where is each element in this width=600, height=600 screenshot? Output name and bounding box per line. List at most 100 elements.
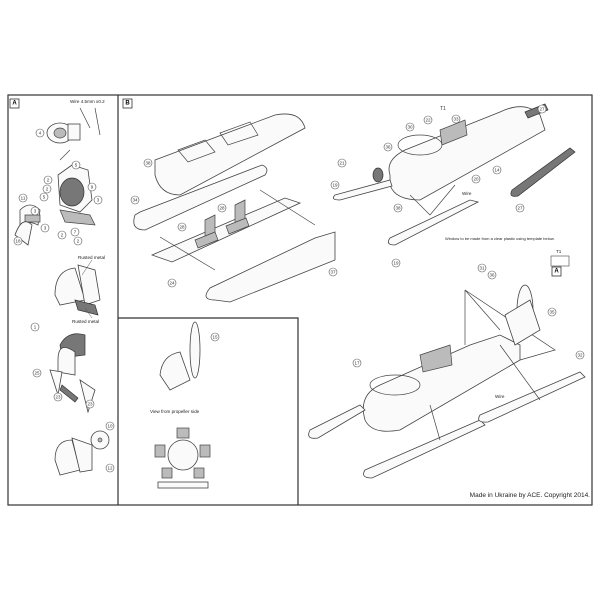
- svg-text:33: 33: [453, 117, 459, 122]
- callout: 33: [451, 114, 461, 124]
- callout: 30: [405, 122, 415, 132]
- svg-text:32: 32: [577, 353, 583, 358]
- copyright-notice: Made in Ukraine by ACE. Copyright 2014.: [470, 492, 591, 499]
- svg-text:19: 19: [393, 261, 399, 266]
- svg-text:19: 19: [332, 183, 338, 188]
- assembly-bottom-callouts: 31 36 35 32 17: [352, 263, 585, 368]
- svg-text:3: 3: [97, 198, 100, 203]
- callout: 31: [477, 263, 487, 273]
- callout: 2: [57, 230, 67, 240]
- engine-view-frame: [118, 317, 299, 505]
- callout: 3: [30, 206, 40, 216]
- svg-text:25: 25: [34, 371, 40, 376]
- callout: 10: [105, 421, 115, 431]
- callout: 5: [39, 192, 49, 202]
- callout: 27: [537, 104, 547, 114]
- panel-b: B 38 34 28 28 24 37: [122, 98, 338, 303]
- callout: 11: [18, 193, 28, 203]
- callout: 37: [328, 267, 338, 277]
- rusted-metal-drawing: [54, 259, 101, 319]
- callout: 14: [492, 165, 502, 175]
- cowling-drawing: [49, 333, 96, 414]
- callout: 23: [85, 399, 95, 409]
- callout: 38: [393, 203, 403, 213]
- hull-exploded-drawing: [133, 113, 336, 303]
- svg-text:28: 28: [179, 225, 185, 230]
- callout: 12: [105, 463, 115, 473]
- svg-text:22: 22: [425, 118, 431, 123]
- propeller-hub-drawing: [54, 430, 110, 476]
- callout: 27: [515, 203, 525, 213]
- svg-text:27: 27: [539, 107, 545, 112]
- callout: 36: [487, 270, 497, 280]
- callout: 9: [87, 182, 97, 192]
- callout: 23: [53, 392, 63, 402]
- panel-a-label: A: [9, 98, 20, 109]
- callout: 4: [35, 128, 45, 138]
- svg-text:5: 5: [43, 195, 46, 200]
- callout: 21: [337, 158, 347, 168]
- window-note: Window to be made from a clear plastic u…: [445, 236, 555, 241]
- assembly-top: Wire Window to be made from a clear plas…: [330, 103, 576, 268]
- callout: 34: [130, 195, 140, 205]
- callout: 19: [391, 258, 401, 268]
- callout: 25: [32, 368, 42, 378]
- callout: 2: [42, 184, 52, 194]
- callout: 28: [217, 203, 227, 213]
- callout: 38: [143, 158, 153, 168]
- rusted-metal-label-2: Rusted metal: [72, 319, 99, 324]
- svg-text:4: 4: [39, 131, 42, 136]
- template-label: T1: [556, 249, 562, 254]
- callout: 15: [210, 332, 220, 342]
- svg-text:11: 11: [21, 196, 26, 201]
- svg-text:28: 28: [219, 206, 225, 211]
- svg-text:3: 3: [44, 226, 47, 231]
- callout: 36: [383, 142, 393, 152]
- svg-text:14: 14: [494, 168, 500, 173]
- svg-text:18: 18: [15, 239, 21, 244]
- svg-text:30: 30: [407, 125, 413, 130]
- svg-text:36: 36: [385, 145, 391, 150]
- callout: 20: [471, 174, 481, 184]
- panel-b-label: B: [122, 98, 133, 109]
- engine-mount-drawing: [14, 107, 101, 246]
- window-template-t1: [550, 255, 570, 267]
- svg-text:31: 31: [479, 266, 485, 271]
- svg-text:24: 24: [169, 281, 175, 286]
- sheet-frame: [7, 94, 593, 506]
- svg-text:36: 36: [489, 273, 495, 278]
- svg-text:3: 3: [34, 209, 37, 214]
- panel-b-callouts: 38 34 28 28 24 37: [130, 158, 338, 288]
- callout: 18: [13, 236, 23, 246]
- wire-note: Wire 4.5mm x0.2: [70, 99, 105, 104]
- callout: 35: [547, 307, 557, 317]
- callout: 32: [575, 350, 585, 360]
- t1-label: T1: [440, 106, 446, 112]
- callout: 7: [70, 227, 80, 237]
- callout: 24: [167, 278, 177, 288]
- svg-text:21: 21: [339, 161, 345, 166]
- svg-text:9: 9: [91, 185, 94, 190]
- svg-text:A: A: [554, 269, 559, 275]
- callout: 2: [73, 236, 83, 246]
- callout: 3: [40, 223, 50, 233]
- svg-text:12: 12: [107, 466, 113, 471]
- svg-text:7: 7: [74, 230, 77, 235]
- svg-text:5: 5: [75, 163, 78, 168]
- panel-a: A Wire 4.5mm x0.2 Rusted metal Rusted me…: [9, 98, 115, 476]
- svg-text:38: 38: [395, 206, 401, 211]
- svg-text:35: 35: [549, 310, 555, 315]
- svg-text:2: 2: [47, 178, 50, 183]
- svg-text:27: 27: [517, 206, 523, 211]
- panel-a-callouts: 4 5 2 2 5 11 3 9 3 3 2 7 2 18 1 25 23 23…: [13, 128, 115, 473]
- detail-a-reference: A: [551, 266, 562, 277]
- engine-view-caption: View from propeller side: [150, 409, 200, 414]
- svg-text:10: 10: [107, 424, 113, 429]
- engine-view: 15 View from propeller side: [150, 321, 220, 489]
- svg-text:2: 2: [77, 239, 80, 244]
- svg-text:1: 1: [34, 325, 37, 330]
- callout: 17: [352, 358, 362, 368]
- svg-text:2: 2: [61, 233, 64, 238]
- callout: 1: [30, 322, 40, 332]
